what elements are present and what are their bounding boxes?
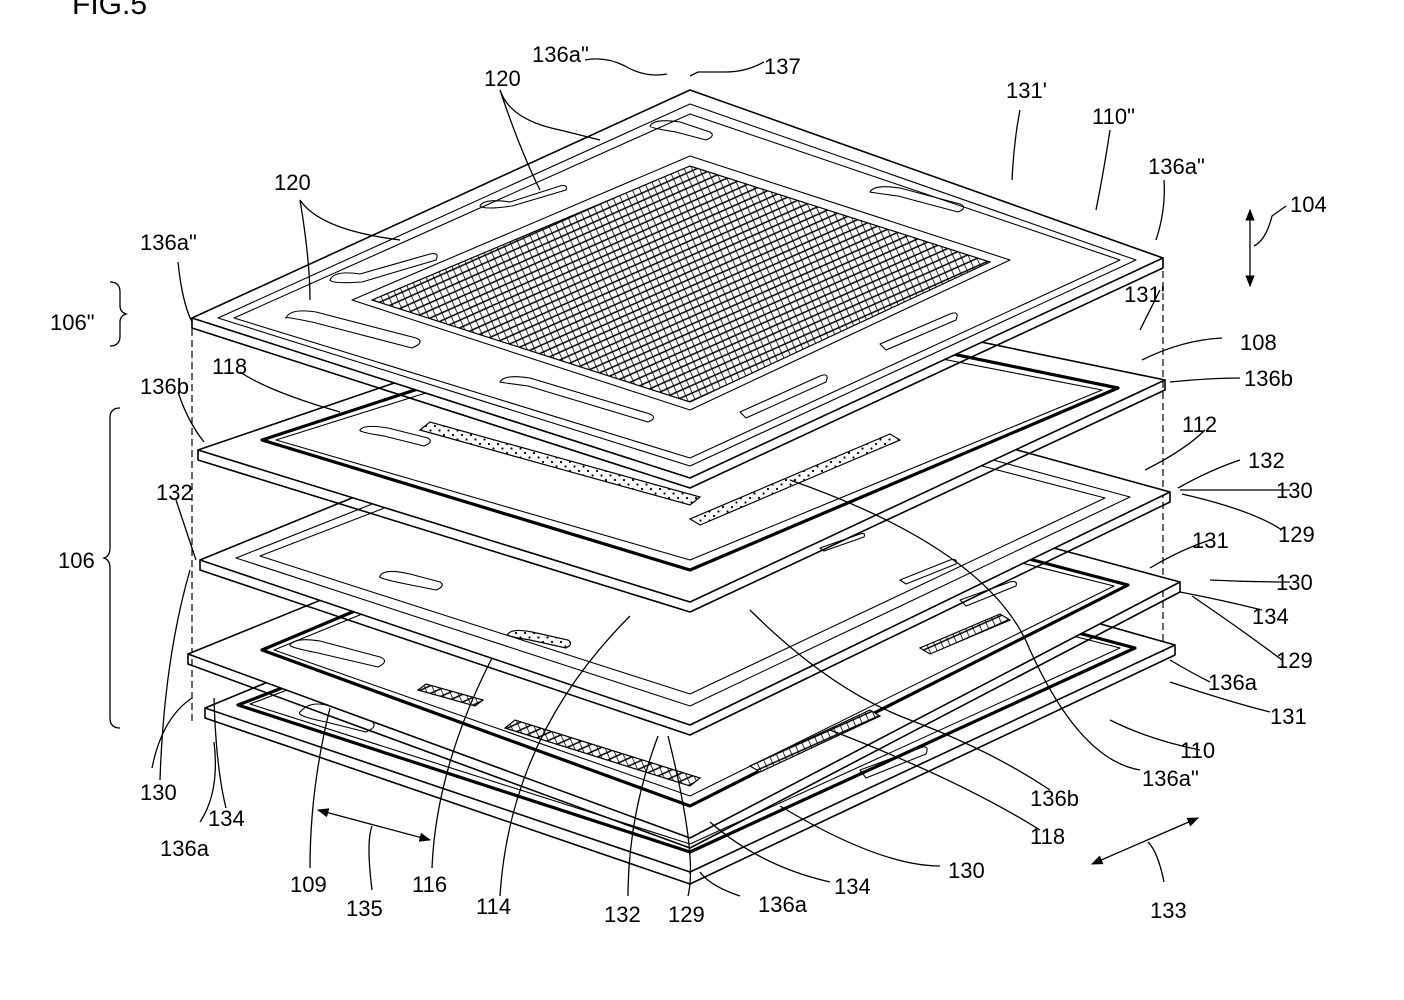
label-133: 133: [1150, 898, 1187, 923]
label-134-low: 134: [834, 874, 871, 899]
direction-arrow-104: [1250, 206, 1286, 286]
label-132-low: 132: [604, 902, 641, 927]
label-112: 112: [1182, 412, 1217, 437]
label-136b-right: 136b: [1244, 366, 1293, 391]
label-118-low: 118: [1030, 824, 1065, 849]
label-132-right: 132: [1248, 448, 1285, 473]
brace-106: [104, 408, 120, 728]
label-131-low: 131: [1270, 704, 1307, 729]
label-136a-low: 136a: [758, 892, 808, 917]
label-136a-pp-low: 136a": [1142, 766, 1199, 791]
label-116: 116: [412, 872, 447, 897]
label-108: 108: [1240, 330, 1277, 355]
label-136a-right: 136a: [1208, 670, 1258, 695]
label-136a-pp-top: 136a": [532, 42, 589, 67]
label-129-low: 129: [668, 902, 705, 927]
label-120-left: 120: [274, 170, 311, 195]
label-131p-mid: 131': [1124, 282, 1165, 307]
label-114: 114: [476, 894, 511, 919]
label-137: 137: [764, 54, 801, 79]
label-130-right-top: 130: [1276, 478, 1313, 503]
label-132-left: 132: [156, 480, 193, 505]
label-136a-pp-right: 136a": [1148, 154, 1205, 179]
label-136b-low: 136b: [1030, 786, 1079, 811]
label-131-mid: 131: [1192, 528, 1229, 553]
label-109: 109: [290, 872, 327, 897]
direction-arrow-133: [1092, 818, 1198, 882]
label-106pp: 106": [50, 310, 95, 335]
label-129-right-top: 129: [1278, 522, 1315, 547]
label-136b-left: 136b: [140, 374, 189, 399]
label-136a-pp-left: 136a": [140, 230, 197, 255]
label-130-left: 130: [140, 780, 177, 805]
label-110: 110: [1180, 738, 1215, 763]
label-135: 135: [346, 896, 383, 921]
brace-106pp: [110, 282, 126, 346]
label-130-right-mid: 130: [1276, 570, 1313, 595]
label-106: 106: [58, 548, 95, 573]
label-131p-top: 131': [1006, 78, 1047, 103]
label-129-right-low: 129: [1276, 648, 1313, 673]
label-110pp: 110": [1092, 104, 1135, 129]
figure-title: FIG.5: [72, 0, 147, 21]
label-136a-left: 136a: [160, 836, 210, 861]
label-104: 104: [1290, 192, 1327, 217]
label-120-top: 120: [484, 66, 521, 91]
label-134-right: 134: [1252, 604, 1289, 629]
label-134-left: 134: [208, 806, 245, 831]
label-130-low: 130: [948, 858, 985, 883]
label-118-left: 118: [212, 354, 247, 379]
